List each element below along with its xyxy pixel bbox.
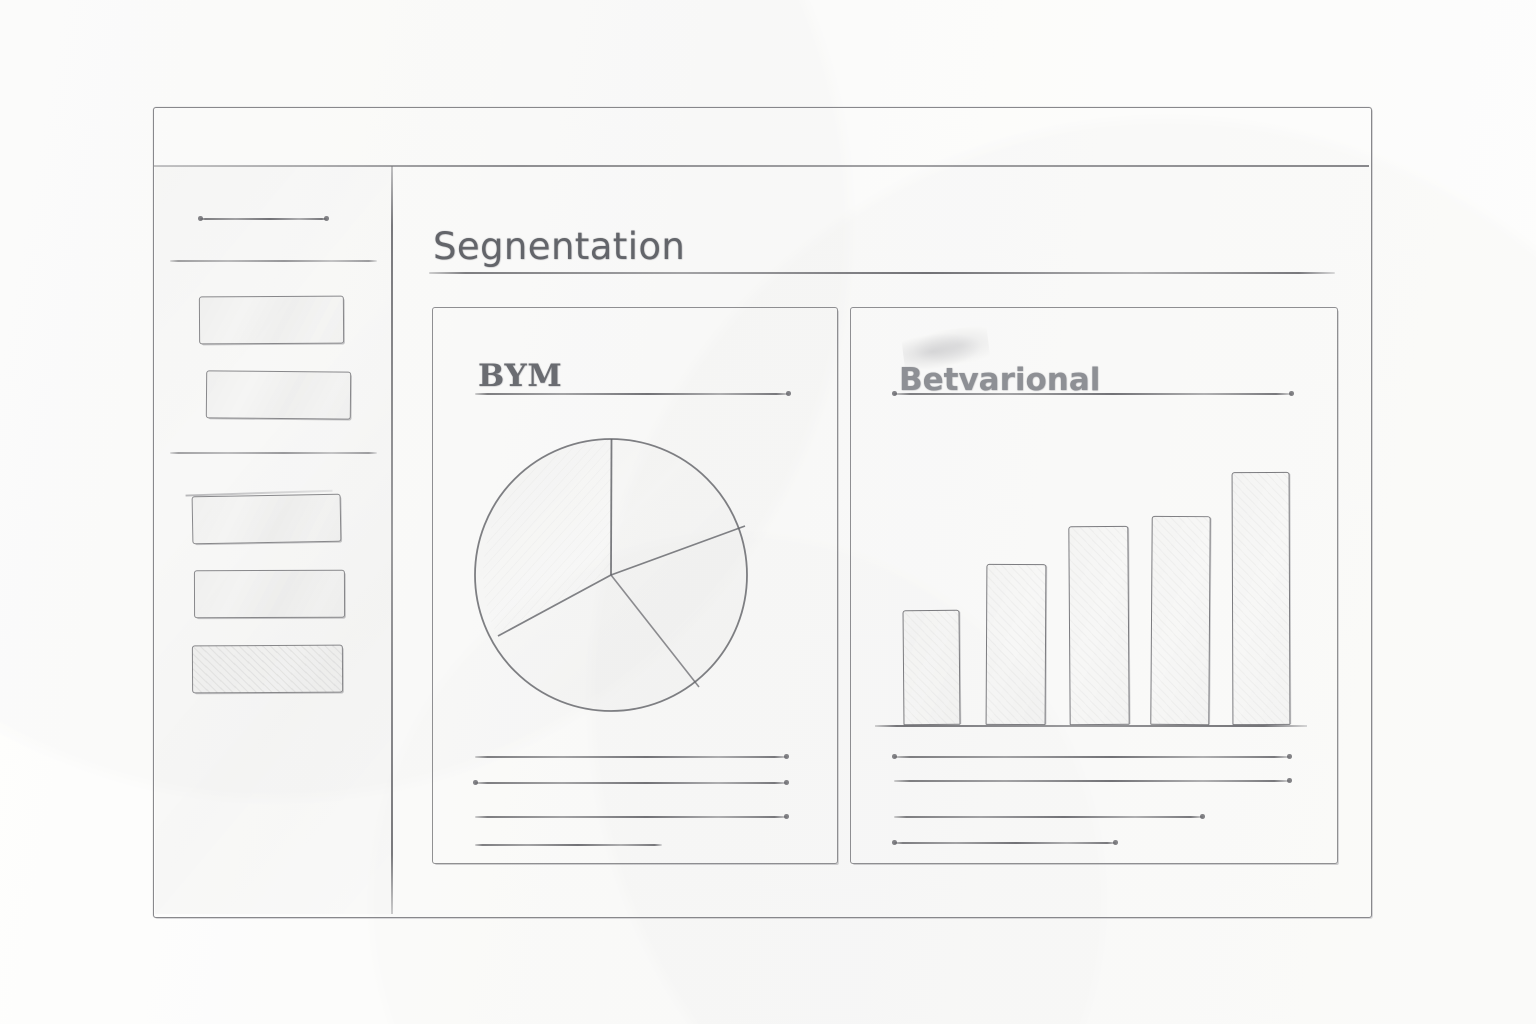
card-demographic-footer-line-3 — [475, 814, 789, 819]
title-bar-divider — [154, 165, 1369, 167]
card-behavioral-footer-line-4 — [892, 840, 1118, 845]
sidebar-item-5-selected[interactable] — [191, 644, 344, 694]
page-title-rule — [429, 272, 1335, 274]
card-demographic-title-rule — [475, 391, 791, 396]
sidebar-item-4[interactable] — [193, 569, 346, 619]
sidebar-brand-placeholder — [198, 216, 329, 221]
card-behavioral-title-rule — [892, 391, 1294, 396]
bar-4[interactable] — [1150, 515, 1211, 726]
pie-divider-2 — [610, 525, 746, 576]
bar-2[interactable] — [985, 563, 1047, 726]
sidebar-item-3[interactable] — [191, 493, 342, 545]
main-content: Segnentation BYM — [393, 166, 1368, 914]
sidebar-item-2[interactable] — [205, 370, 352, 420]
card-demographic-footer-line-1 — [475, 754, 789, 759]
bar-1[interactable] — [902, 609, 961, 726]
pie-chart[interactable] — [461, 425, 761, 725]
sidebar-item-1[interactable] — [198, 295, 345, 345]
pie-divider-4 — [610, 574, 700, 688]
bar-5[interactable] — [1231, 471, 1291, 726]
card-behavioral-footer-line-3 — [894, 814, 1205, 819]
card-demographic-title: BYM — [478, 357, 563, 394]
pie-slice-a-shading — [482, 439, 611, 636]
card-demographic-footer-line-2 — [473, 780, 789, 785]
pie-chart-svg — [474, 438, 748, 712]
sidebar-divider-top — [170, 260, 377, 262]
card-demographic-footer-line-4 — [475, 844, 662, 846]
sidebar-divider-bottom — [170, 452, 377, 454]
card-behavioral-footer-line-2 — [894, 778, 1292, 783]
pie-divider-1 — [610, 438, 613, 576]
app-window — [153, 107, 1372, 918]
pie-divider-3 — [497, 574, 612, 637]
bar-3[interactable] — [1068, 525, 1130, 726]
card-behavioral-footer-line-1 — [892, 754, 1292, 759]
card-behavioral[interactable]: Betvarional — [850, 307, 1338, 864]
title-bar[interactable] — [155, 109, 1368, 164]
bar-chart-baseline — [875, 725, 1307, 727]
sidebar-right-edge — [391, 166, 393, 914]
bar-chart[interactable] — [875, 420, 1309, 732]
card-demographic[interactable]: BYM — [432, 307, 838, 864]
card-behavioral-title: Betvarional — [899, 361, 1101, 398]
page-title: Segnentation — [433, 224, 686, 268]
